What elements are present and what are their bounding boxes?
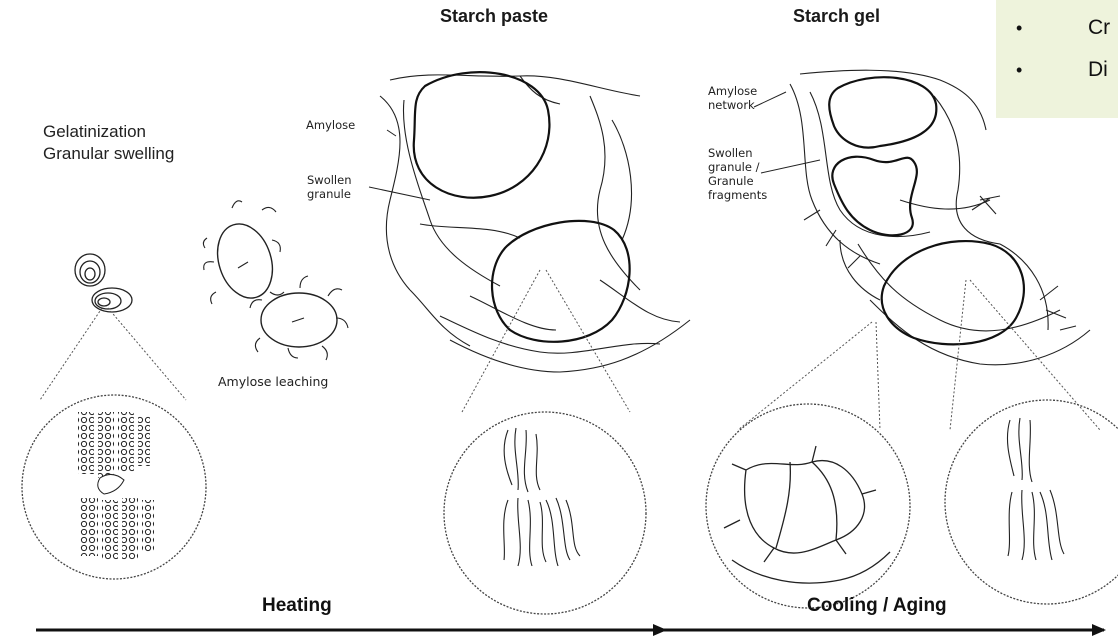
gel-structure-circle <box>945 400 1118 604</box>
amylose-network-label: Amylose network <box>708 84 757 112</box>
paste-amylose-strands <box>380 75 690 372</box>
starch-paste-heading: Starch paste <box>440 6 548 27</box>
gel-granule-fragments <box>829 77 1024 344</box>
gel-amylose-network <box>790 70 1090 365</box>
heating-label: Heating <box>262 595 332 617</box>
paste-structure-circle <box>444 412 646 614</box>
swollen-granule-label: Swollen granule <box>307 173 352 201</box>
swollen-fragments-label: Swollen granule / Granule fragments <box>708 146 767 202</box>
swelling-granules <box>209 217 337 347</box>
amylose-leaching-label: Amylose leaching <box>218 375 328 389</box>
cooling-aging-label: Cooling / Aging <box>807 595 947 617</box>
gel-network-circle <box>706 404 910 608</box>
starch-gel-heading: Starch gel <box>793 6 880 27</box>
crystalline-structure-circle <box>22 395 206 579</box>
native-granules <box>75 254 132 312</box>
gelatinization-label: Gelatinization Granular swelling <box>43 121 174 165</box>
zoom-lines <box>40 308 186 400</box>
amylose-label: Amylose <box>306 118 355 132</box>
